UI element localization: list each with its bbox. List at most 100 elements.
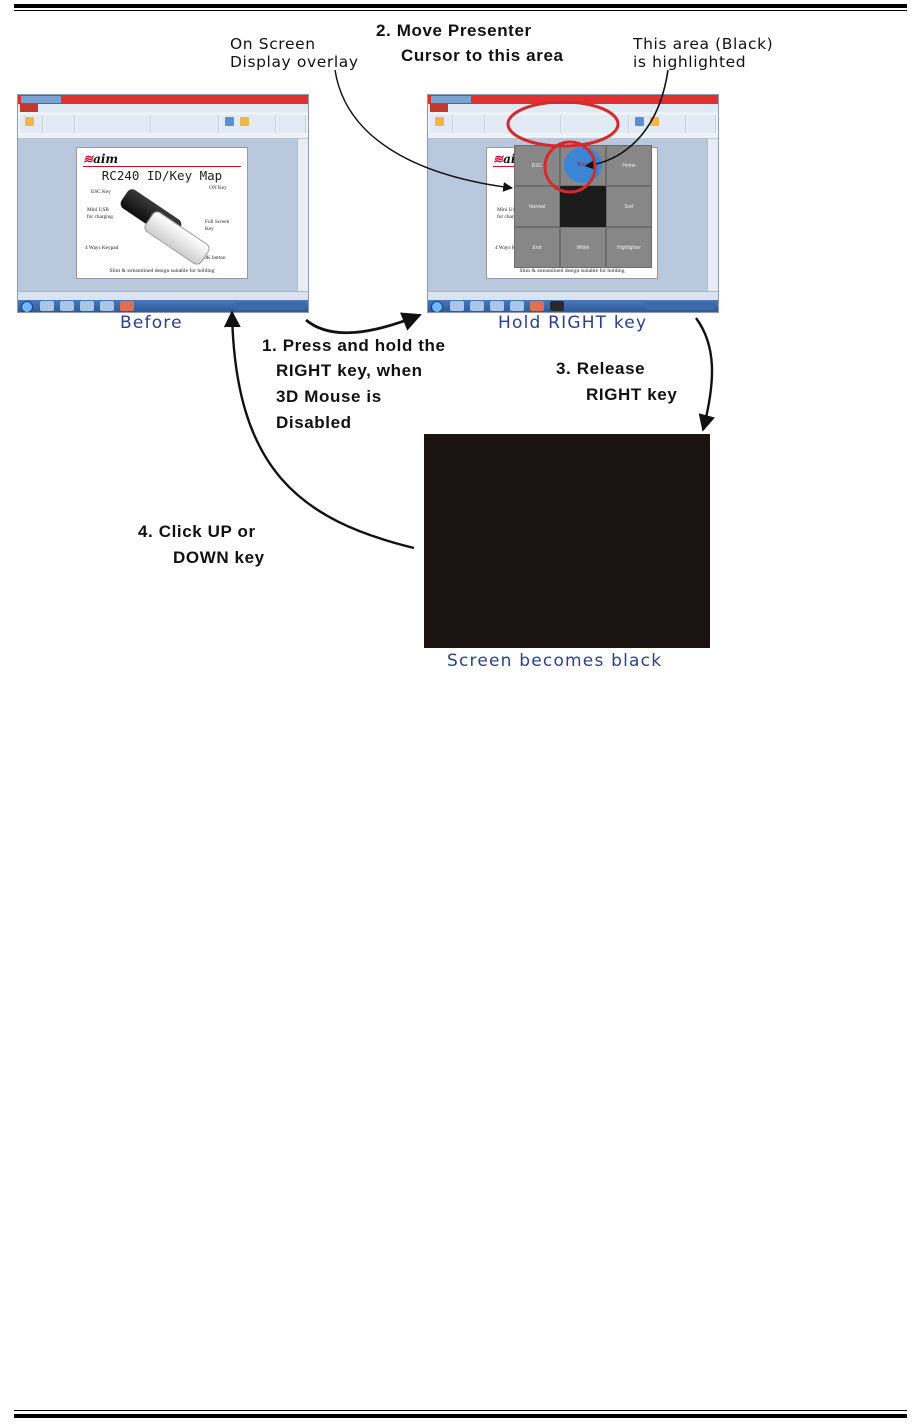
arrow-step3 xyxy=(695,317,715,432)
taskbar-pen-icon xyxy=(550,301,564,311)
osd-highlighter: Highlighter xyxy=(606,227,652,268)
quick-access-toolbar xyxy=(21,96,61,103)
taskbar-media-icon xyxy=(490,301,504,311)
ribbon-group-editing xyxy=(687,115,716,133)
arrow-step4 xyxy=(223,310,415,550)
taskbar-ie-icon xyxy=(450,301,464,311)
step2-line2: Cursor to this area xyxy=(401,46,564,65)
arrange-icon xyxy=(650,117,659,126)
black-screen xyxy=(424,434,710,648)
bottom-rule xyxy=(14,1414,907,1418)
vertical-scrollbar xyxy=(707,139,718,292)
start-button-icon xyxy=(431,301,443,312)
paste-icon xyxy=(435,117,444,126)
step1-line1: 1. Press and hold the xyxy=(262,336,446,355)
ribbon-tabs xyxy=(18,104,308,112)
taskbar-media-icon xyxy=(80,301,94,311)
file-tab xyxy=(430,104,448,112)
caption-hold-right: Hold RIGHT key xyxy=(498,313,648,333)
note-esc-key: ESC Key xyxy=(91,189,111,195)
osd-callout-line2: Display overlay xyxy=(230,53,359,71)
caption-before: Before xyxy=(120,313,183,333)
hold-right-powerpoint-window: ≋aim Mini USB for charging 4 Ways Keypad… xyxy=(427,94,719,313)
before-powerpoint-window: ≋aim RC240 ID/Key Map ESC Key ON Key Min… xyxy=(17,94,309,313)
taskbar-word-icon xyxy=(510,301,524,311)
arrow-step1 xyxy=(305,312,422,335)
top-rule xyxy=(14,4,907,8)
slide-header-line xyxy=(83,166,241,167)
file-tab xyxy=(20,104,38,112)
taskbar-ie-icon xyxy=(40,301,54,311)
osd-white: White xyxy=(560,227,606,268)
ribbon-highlight-circle xyxy=(506,100,620,148)
osd-end: End xyxy=(514,227,560,268)
note-for-charging: for charging xyxy=(87,214,113,220)
ribbon xyxy=(18,112,308,139)
start-button-icon xyxy=(21,301,33,312)
arrow-osd-callout xyxy=(334,69,513,192)
taskbar-powerpoint-icon xyxy=(120,301,134,311)
step4-line1: 4. Click UP or xyxy=(138,522,256,541)
taskbar-word-icon xyxy=(100,301,114,311)
slide-caption: Slim & streamlined design suitable for h… xyxy=(519,268,625,274)
taskbar-folder-icon xyxy=(60,301,74,311)
osd-overlay: ESC Home Normal Surf End White Highlight… xyxy=(514,145,656,273)
caption-screen-black: Screen becomes black xyxy=(447,651,663,671)
status-bar xyxy=(428,291,718,300)
slide-logo: ≋aim xyxy=(83,152,118,166)
note-full-screen: Full Screen xyxy=(205,219,230,225)
quick-access-toolbar xyxy=(431,96,471,103)
note-4-ways-keypad: 4 Ways Keypad xyxy=(495,245,529,251)
shapes-icon xyxy=(225,117,234,126)
ribbon-group-slides xyxy=(44,115,75,133)
windows-taskbar xyxy=(18,300,308,312)
ribbon-group-paragraph xyxy=(152,115,219,133)
taskbar-folder-icon xyxy=(470,301,484,311)
bottom-rule-thin xyxy=(14,1410,907,1411)
osd-esc: ESC xyxy=(514,145,560,186)
ribbon-group-font xyxy=(486,115,561,133)
shapes-icon xyxy=(635,117,644,126)
system-tray xyxy=(235,302,305,310)
step1-line4: Disabled xyxy=(276,413,352,432)
black-area-callout-line1: This area (Black) xyxy=(633,35,774,53)
note-ok-button: OK button xyxy=(203,255,226,261)
top-rule-thin xyxy=(14,10,907,11)
logo-swirl-icon: ≋ xyxy=(493,152,504,166)
slide: ≋aim RC240 ID/Key Map ESC Key ON Key Min… xyxy=(76,147,248,279)
note-mini-usb: Mini USB xyxy=(87,207,109,213)
arrange-icon xyxy=(240,117,249,126)
step2-line1: 2. Move Presenter xyxy=(376,21,532,40)
logo-swirl-icon: ≋ xyxy=(83,152,94,166)
ribbon-tabs xyxy=(428,104,718,112)
black-button-highlight-circle xyxy=(543,140,597,194)
window-titlebar xyxy=(428,95,718,104)
arrow-black-callout xyxy=(584,69,669,171)
step3-line2: RIGHT key xyxy=(586,385,678,404)
osd-home: Home xyxy=(606,145,652,186)
osd-normal: Normal xyxy=(514,186,560,227)
slide-logo-text: aim xyxy=(93,152,119,166)
windows-taskbar xyxy=(428,300,718,312)
note-mini-usb: Mini USB xyxy=(497,207,519,213)
note-on-key: ON Key xyxy=(209,185,227,191)
ribbon-group-editing xyxy=(277,115,306,133)
paste-icon xyxy=(25,117,34,126)
ribbon-group-paragraph xyxy=(562,115,629,133)
note-key: Key xyxy=(205,226,214,232)
window-titlebar xyxy=(18,95,308,104)
osd-surf: Surf xyxy=(606,186,652,227)
note-4-ways-keypad: 4 Ways Keypad xyxy=(85,245,119,251)
system-tray xyxy=(645,302,715,310)
osd-callout-line1: On Screen xyxy=(230,35,316,53)
ribbon-group-font xyxy=(76,115,151,133)
black-area-callout-line2: is highlighted xyxy=(633,53,747,71)
note-for-charging: for charging xyxy=(497,214,523,220)
taskbar-powerpoint-icon xyxy=(530,301,544,311)
slide-caption: Slim & streamlined design suitable for h… xyxy=(109,268,215,274)
slide-title: RC240 ID/Key Map xyxy=(101,168,223,183)
vertical-scrollbar xyxy=(297,139,308,292)
step1-line2: RIGHT key, when xyxy=(276,361,423,380)
step1-line3: 3D Mouse is xyxy=(276,387,382,406)
